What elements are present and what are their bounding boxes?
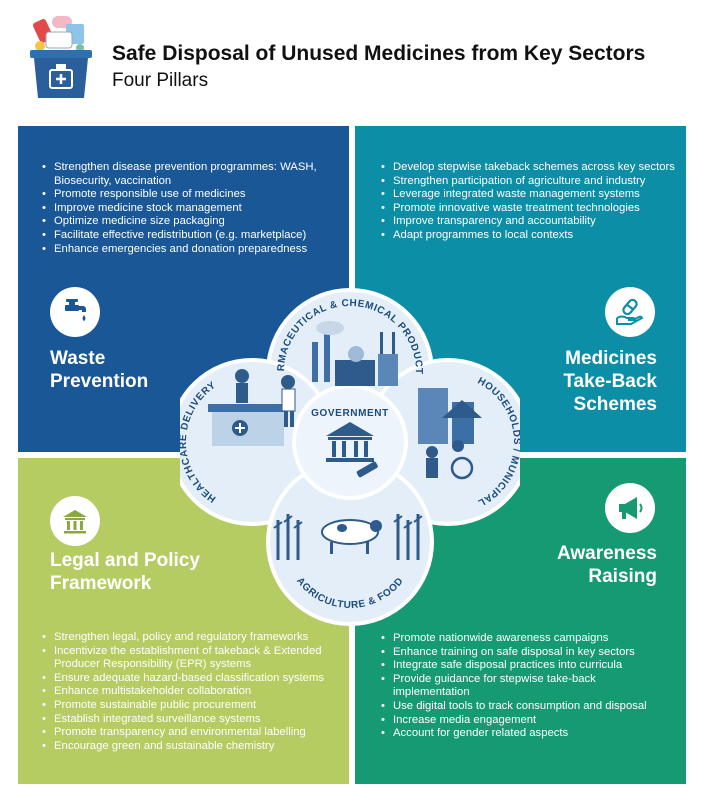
list-item: Use digital tools to track consumption a… (381, 700, 671, 714)
households-illustration (418, 388, 482, 480)
list-item: Enhance multistakeholder collaboration (42, 685, 342, 699)
water-tap-icon (50, 287, 100, 337)
list-item: Enhance emergencies and donation prepare… (42, 243, 332, 257)
institution-icon (50, 496, 100, 546)
megaphone-icon (605, 483, 655, 533)
list-item: Ensure adequate hazard-based classificat… (42, 672, 342, 686)
title-line: Take-Back (563, 371, 657, 392)
page-title: Safe Disposal of Unused Medicines from K… (112, 42, 646, 65)
title-line: Medicines (565, 348, 657, 369)
awareness-title: Awareness Raising (470, 542, 657, 588)
title-line: Legal and Policy (50, 550, 200, 571)
list-item: Optimize medicine size packaging (42, 215, 332, 229)
list-item: Develop stepwise takeback schemes across… (381, 161, 681, 175)
title-line: Framework (50, 573, 152, 594)
list-item: Integrate safe disposal practices into c… (381, 659, 671, 673)
list-item: Improve medicine stock management (42, 202, 332, 216)
list-item: Promote nationwide awareness campaigns (381, 632, 671, 646)
take-back-list: Develop stepwise takeback schemes across… (381, 161, 681, 243)
government-circle (292, 384, 408, 500)
title-line: Schemes (573, 394, 657, 415)
factory-illustration (312, 321, 398, 386)
legal-policy-title: Legal and Policy Framework (50, 549, 290, 595)
take-back-title: Medicines Take-Back Schemes (470, 347, 657, 416)
list-item: Encourage green and sustainable chemistr… (42, 740, 342, 754)
list-item: Provide guidance for stepwise take-back … (381, 673, 671, 700)
title-line: Waste (50, 348, 106, 369)
list-item: Promote sustainable public procurement (42, 699, 342, 713)
title-line: Raising (588, 566, 657, 587)
list-item: Facilitate effective redistribution (e.g… (42, 229, 332, 243)
list-item: Promote innovative waste treatment techn… (381, 202, 681, 216)
title-line: Prevention (50, 371, 149, 392)
list-item: Leverage integrated waste management sys… (381, 188, 681, 202)
legal-policy-list: Strengthen legal, policy and regulatory … (42, 631, 342, 753)
waste-prevention-list: Strengthen disease prevention programmes… (42, 161, 332, 256)
list-item: Establish integrated surveillance system… (42, 713, 342, 727)
medicine-bin-logo (26, 14, 96, 100)
sector-label-center: GOVERNMENT (311, 408, 389, 419)
awareness-list: Promote nationwide awareness campaigns E… (381, 632, 671, 741)
list-item: Incentivize the establishment of takebac… (42, 645, 342, 672)
list-item: Promote responsible use of medicines (42, 188, 332, 202)
list-item: Account for gender related aspects (381, 727, 671, 741)
list-item: Improve transparency and accountability (381, 215, 681, 229)
list-item: Strengthen disease prevention programmes… (42, 161, 332, 188)
waste-prevention-title: Waste Prevention (50, 347, 230, 393)
list-item: Increase media engagement (381, 714, 671, 728)
page-subtitle: Four Pillars (112, 70, 209, 91)
list-item: Enhance training on safe disposal in key… (381, 646, 671, 660)
sector-venn-diagram: PHARMACEUTICAL & CHEMICAL PRODUCTION HEA… (168, 262, 532, 640)
title-line: Awareness (557, 543, 657, 564)
list-item: Adapt programmes to local contexts (381, 229, 681, 243)
list-item: Promote transparency and environmental l… (42, 726, 342, 740)
list-item: Strengthen participation of agriculture … (381, 175, 681, 189)
list-item: Strengthen legal, policy and regulatory … (42, 631, 342, 645)
courthouse-icon (326, 422, 378, 478)
agriculture-illustration (273, 514, 423, 560)
pharmacy-counter-illustration (208, 369, 296, 446)
hand-pill-icon (605, 287, 655, 337)
